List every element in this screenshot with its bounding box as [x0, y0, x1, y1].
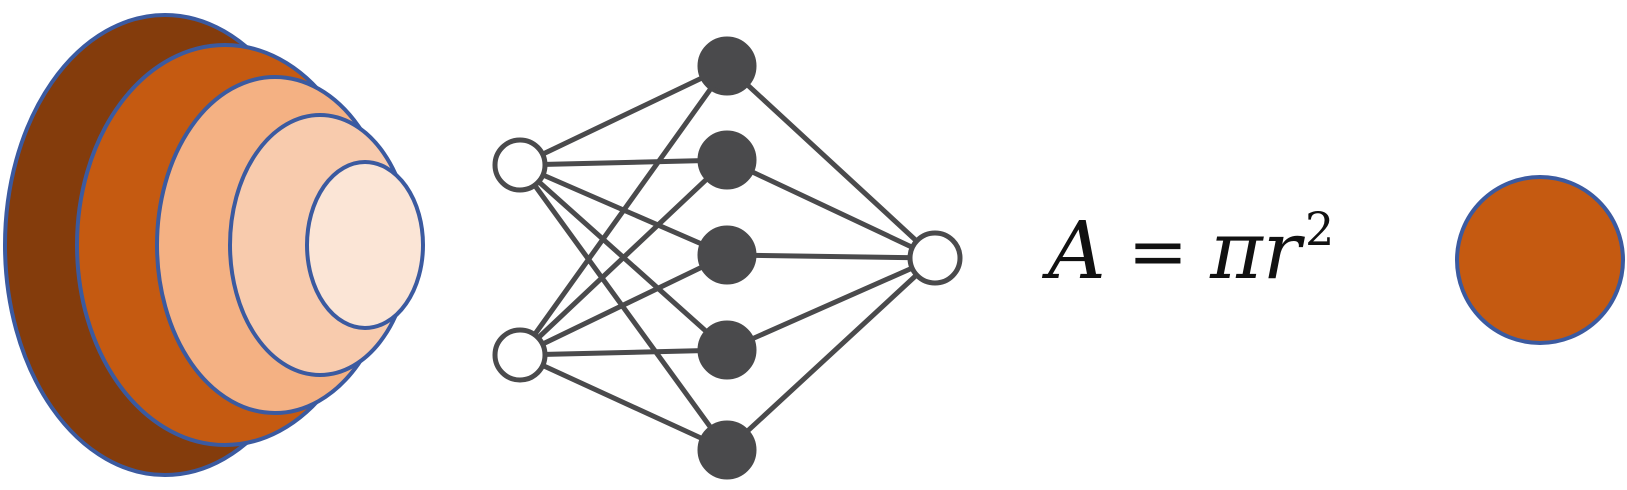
edge-hidden-1-output — [725, 64, 937, 260]
edge-hidden-2-output — [725, 157, 937, 261]
formula-equals-sign: = — [1127, 209, 1189, 293]
formula-area-symbol: A — [1048, 204, 1106, 297]
network-edges — [517, 63, 937, 453]
formula-pi-symbol: π — [1210, 204, 1263, 297]
hidden-neuron-2 — [697, 130, 757, 190]
edge-hidden-3-output — [726, 252, 936, 261]
network-nodes — [492, 36, 963, 480]
formula-exponent: 2 — [1304, 202, 1335, 256]
input-neuron-1 — [492, 137, 548, 193]
hidden-neuron-5 — [697, 420, 757, 480]
output-neuron-1 — [907, 230, 963, 286]
edge-input-1-hidden-1 — [518, 63, 729, 168]
formula-radius-symbol: r — [1262, 204, 1301, 297]
input-neuron-2 — [492, 327, 548, 383]
hidden-neuron-1 — [697, 36, 757, 96]
hidden-neuron-3 — [697, 225, 757, 285]
area-formula: A = π r 2 — [1048, 206, 1334, 296]
hidden-neuron-4 — [697, 320, 757, 380]
edge-hidden-4-output — [725, 255, 937, 353]
edge-input-2-hidden-1 — [517, 64, 730, 357]
layer-inner — [305, 160, 425, 330]
edge-input-2-hidden-3 — [518, 252, 729, 358]
edge-input-1-hidden-2 — [519, 157, 728, 168]
neural-network-icon — [492, 36, 963, 480]
edge-input-2-hidden-5 — [518, 352, 729, 453]
circle-icon — [1455, 175, 1625, 345]
nested-layers-icon — [3, 13, 425, 477]
edge-hidden-5-output — [725, 256, 937, 452]
edge-input-2-hidden-2 — [518, 158, 729, 357]
edge-input-2-hidden-4 — [519, 347, 728, 358]
